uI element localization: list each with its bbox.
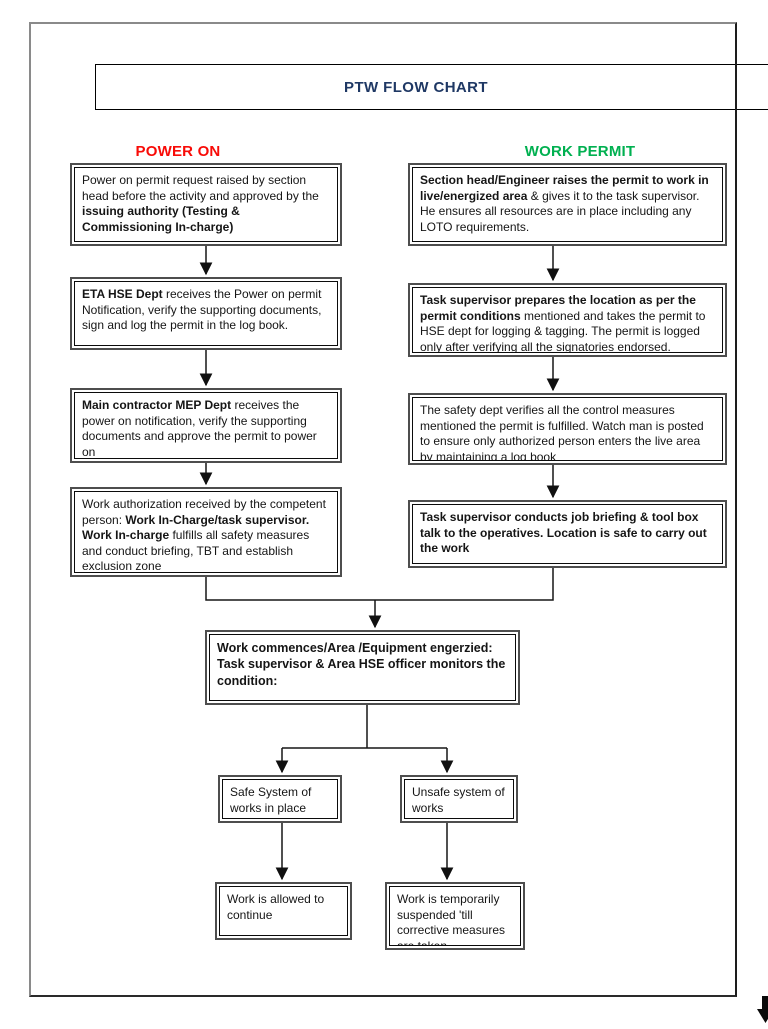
flow-box-text: Task supervisor conducts job briefing & … [412,504,723,564]
scroll-down-arrow-icon[interactable] [756,996,768,1024]
flow-box-work-continue: Work is allowed to continue [215,882,352,940]
flow-box-text: Section head/Engineer raises the permit … [412,167,723,242]
flow-box-unsafe-system: Unsafe system of works [400,775,518,823]
flow-box-text: Unsafe system of works [404,779,514,819]
flow-box-safety-dept-verify: The safety dept verifies all the control… [408,393,727,465]
work-permit-heading: WORK PERMIT [524,143,636,160]
title-box: PTW FLOW CHART [95,64,768,110]
flow-box-text: Power on permit request raised by sectio… [74,167,338,242]
power-on-heading: POWER ON [135,143,221,160]
flow-box-job-briefing: Task supervisor conducts job briefing & … [408,500,727,568]
page-title: PTW FLOW CHART [344,78,488,96]
flow-box-text: Main contractor MEP Dept receives the po… [74,392,338,459]
flow-box-text: The safety dept verifies all the control… [412,397,723,461]
flow-box-work-suspended: Work is temporarily suspended 'till corr… [385,882,525,950]
flow-box-prepare-location: Task supervisor prepares the location as… [408,283,727,357]
flow-box-text: Task supervisor prepares the location as… [412,287,723,353]
flow-box-text: Work authorization received by the compe… [74,491,338,573]
flow-box-text: Work is allowed to continue [219,886,348,936]
flow-box-safe-system: Safe System of works in place [218,775,342,823]
flow-box-text: ETA HSE Dept receives the Power on permi… [74,281,338,346]
flow-box-text: Work is temporarily suspended 'till corr… [389,886,521,946]
flow-box-power-request: Power on permit request raised by sectio… [70,163,342,246]
flow-box-text: Work commences/Area /Equipment engerzied… [209,634,516,701]
flow-box-mep-dept: Main contractor MEP Dept receives the po… [70,388,342,463]
flow-box-work-authorization: Work authorization received by the compe… [70,487,342,577]
flow-box-text: Safe System of works in place [222,779,338,819]
flow-box-work-commences: Work commences/Area /Equipment engerzied… [205,630,520,705]
flow-box-raise-permit: Section head/Engineer raises the permit … [408,163,727,246]
flow-box-eta-hse-dept: ETA HSE Dept receives the Power on permi… [70,277,342,350]
